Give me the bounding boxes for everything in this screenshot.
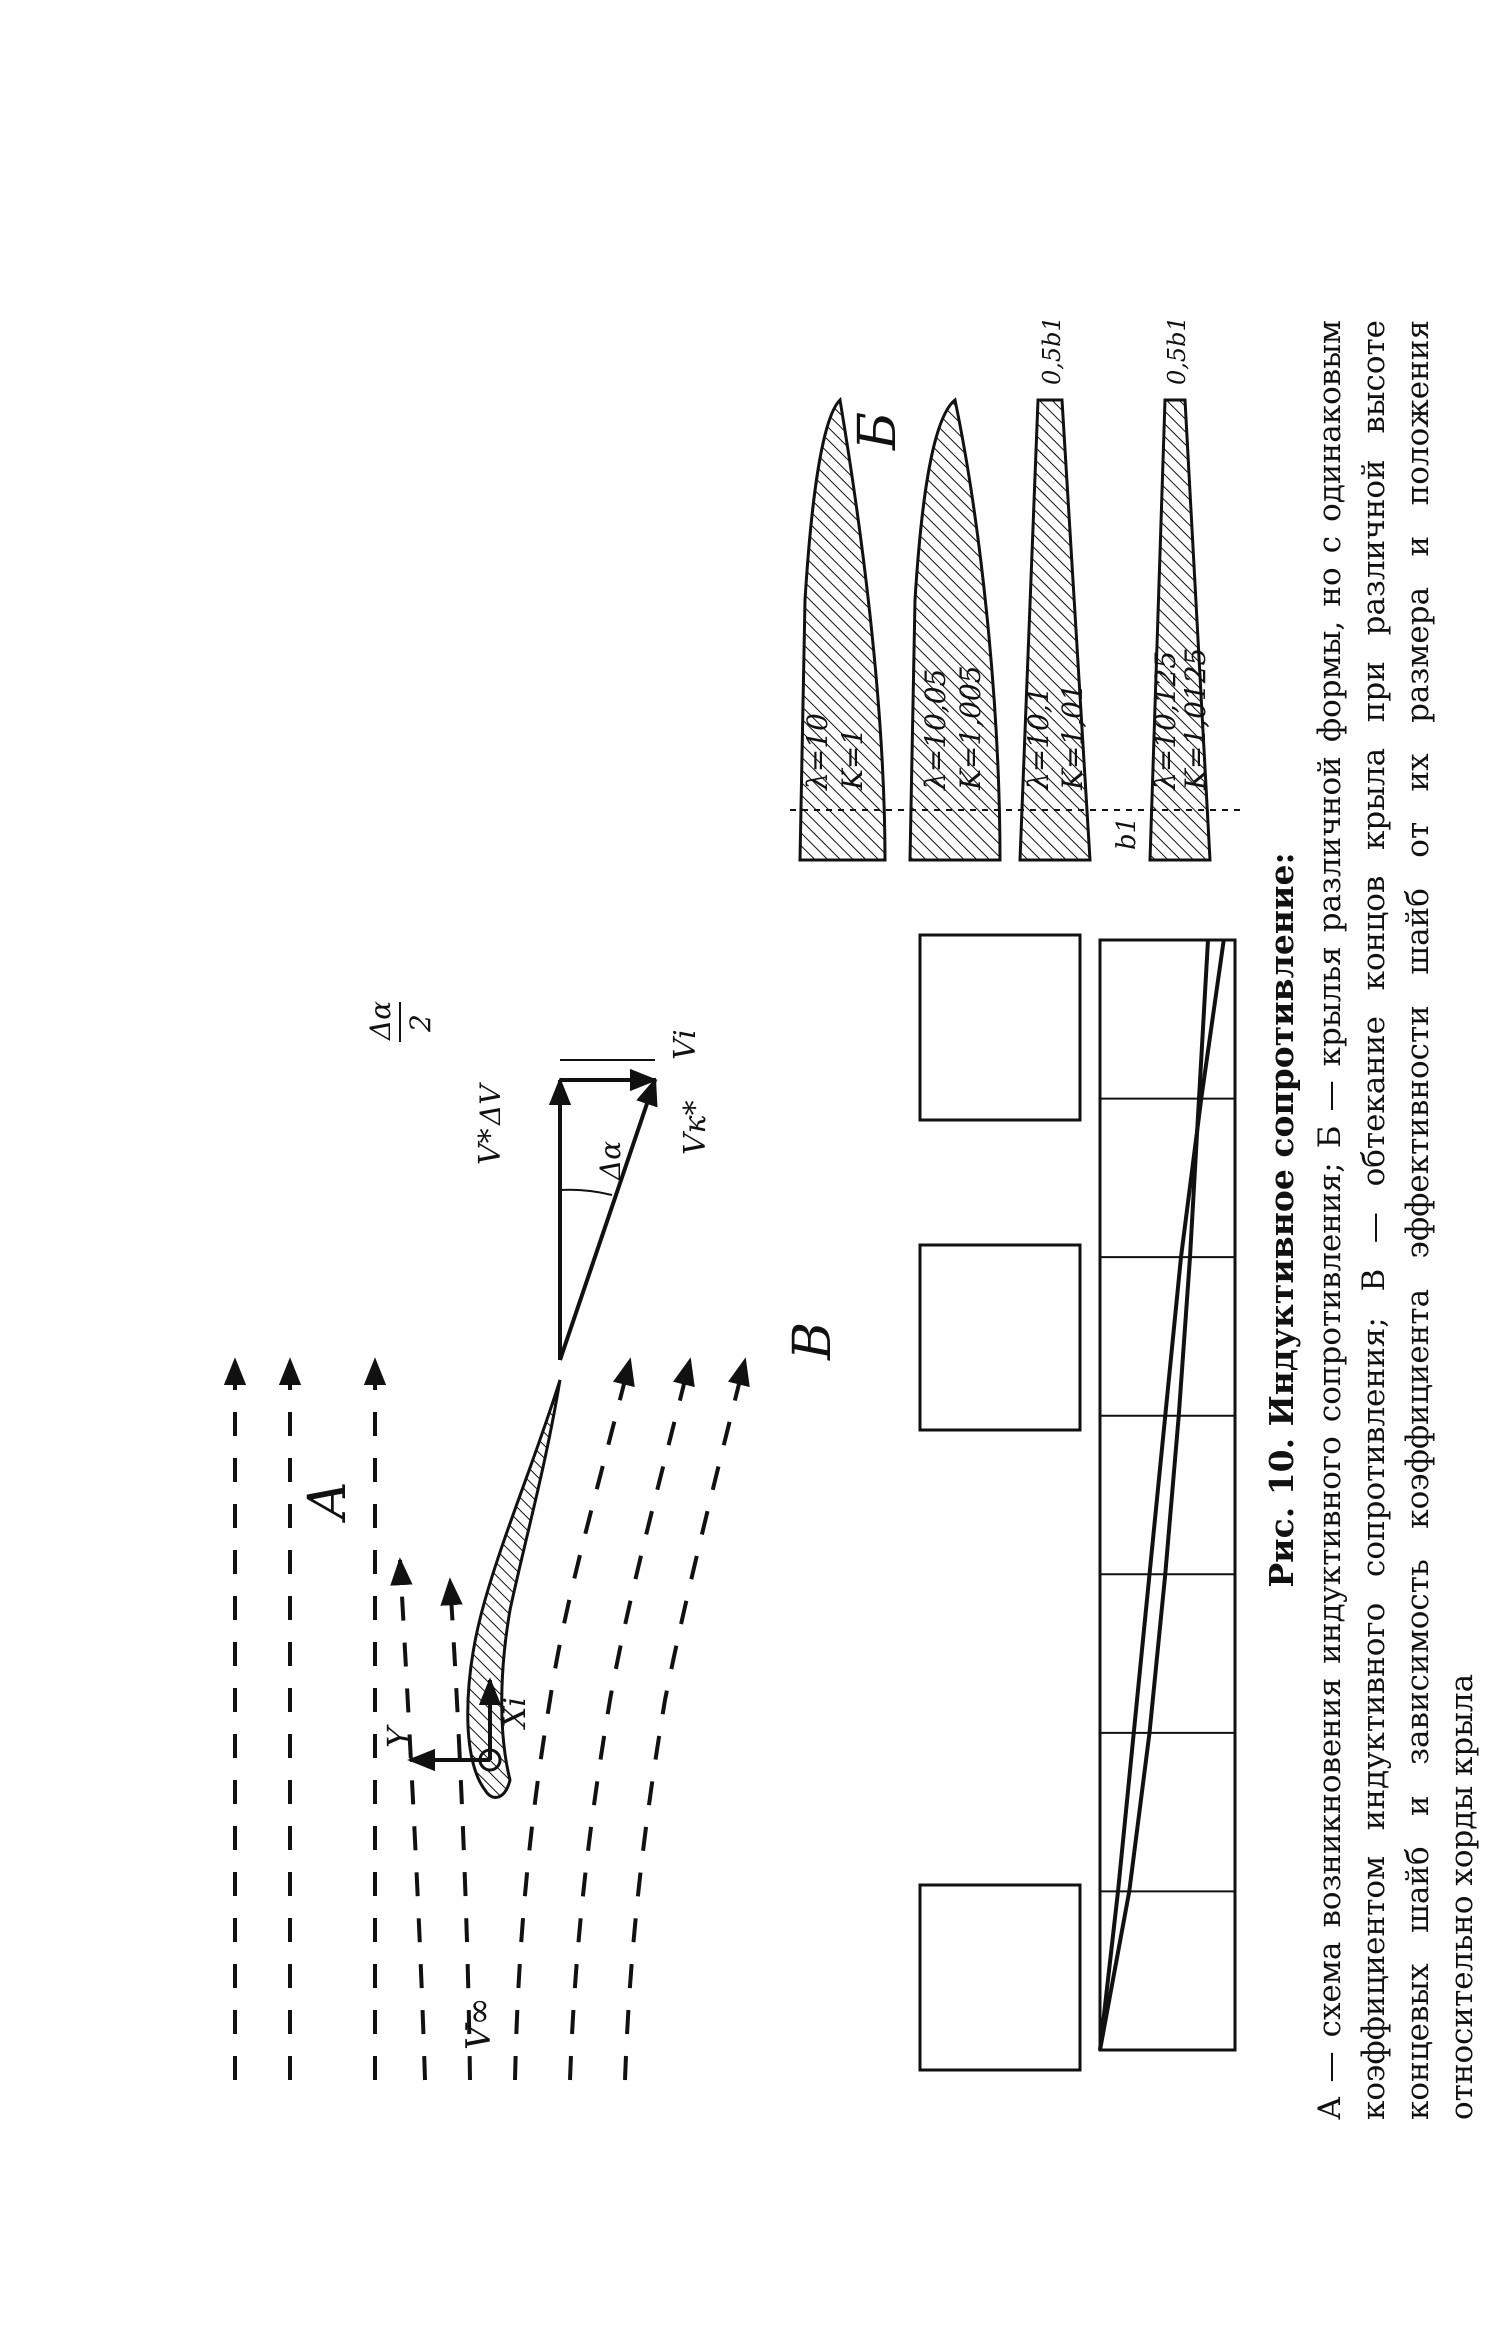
wing-1-lambda: λ=10 — [801, 713, 834, 791]
delta-alpha-half-den: 2 — [404, 1014, 437, 1033]
figure-10: А V∞ Y Xi — [223, 316, 1240, 2081]
v-k-star-label: Vк* — [678, 1100, 713, 1155]
plate-box-2 — [918, 1243, 1082, 1432]
rotated-figure-page: А V∞ Y Xi — [200, 316, 1480, 2120]
streamlines — [223, 1357, 750, 2081]
chart-kw — [1098, 938, 1237, 2052]
wing-3-k: K=1,01 — [1056, 683, 1089, 791]
wing-4-lambda: λ=10,125 — [1149, 651, 1182, 791]
wing-2-lambda: λ=10,05 — [919, 669, 952, 791]
delta-alpha-half-num: Δα — [364, 1001, 397, 1041]
v-inf-label: V∞ — [459, 1997, 499, 2050]
plate-box-3 — [918, 933, 1082, 1122]
wing-3-lambda: λ=10,1 — [1022, 686, 1055, 791]
wing-2 — [908, 397, 1002, 862]
part-a-label: А — [298, 1481, 358, 1524]
wing-2-k: K=1,005 — [954, 665, 987, 791]
wing-4-k: K=1,0125 — [1179, 648, 1212, 791]
delta-v-label: ΔV — [474, 1082, 507, 1126]
caption-text: А — схема возникновения индуктивного соп… — [1312, 320, 1480, 2120]
lift-label: Y — [380, 1724, 418, 1748]
part-v-label: В — [783, 1322, 843, 1361]
v-star-label: V* — [473, 1128, 508, 1165]
plate-box-1 — [918, 1883, 1082, 2072]
series-line-1 — [1098, 939, 1210, 2051]
series-line-2 — [1098, 939, 1226, 2051]
delta-alpha-label: Δα — [594, 1141, 627, 1181]
wing-1-k: K=1 — [836, 728, 869, 791]
wing-3 — [1018, 398, 1092, 862]
part-b-label: Б — [848, 412, 908, 451]
wing-1 — [798, 396, 887, 862]
velocity-triangle — [548, 1059, 658, 1361]
part-b-wings: Б λ=10 K=1 λ=10,05 K=1,005 λ=10,1 K=1,01… — [790, 316, 1240, 862]
wing-4 — [1148, 398, 1212, 862]
wing-3-tip: 0,5b1 — [1038, 320, 1066, 385]
wing-4-tip: 0,5b1 — [1163, 320, 1191, 385]
caption: Рис. 10. Индуктивное сопротивление: А — … — [1260, 320, 1484, 2120]
part-a-flow-scheme: А V∞ Y Xi — [223, 1001, 750, 2081]
v-i-label: Vi — [668, 1029, 703, 1060]
airfoil — [466, 1379, 562, 1799]
caption-title: Рис. 10. Индуктивное сопротивление: — [1262, 852, 1301, 1588]
drag-label: Xi — [498, 1697, 533, 1730]
wing-3-dim: b1 — [1112, 817, 1142, 850]
part-v: В — [783, 933, 1237, 2072]
